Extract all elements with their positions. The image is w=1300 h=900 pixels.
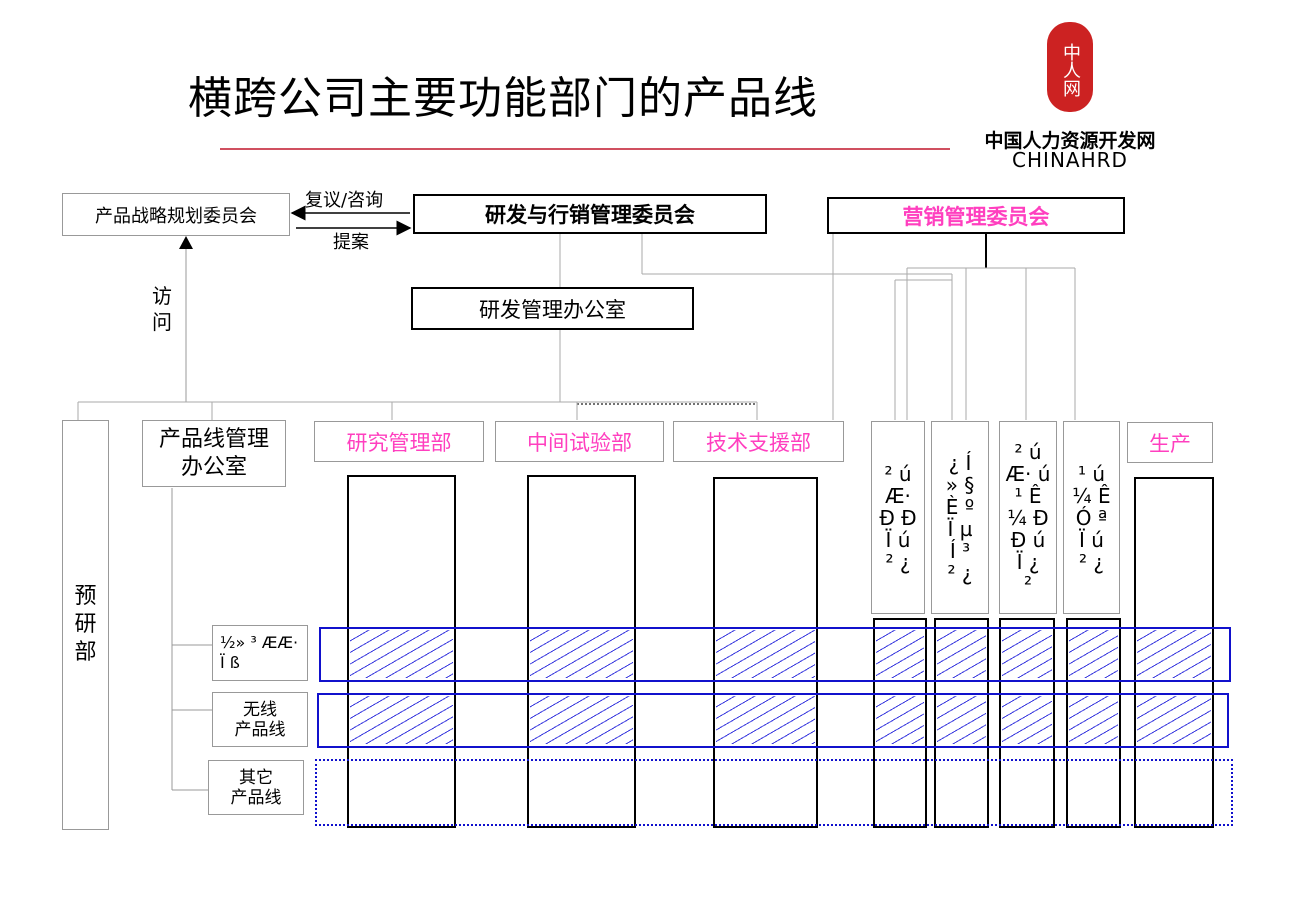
- product-line-office-label: 产品线管理办公室: [158, 426, 269, 480]
- pilot-test-box: 中间试验部: [495, 421, 664, 462]
- product-line-label-3: 其它 产品线: [230, 767, 282, 808]
- rd-office-label: 研发管理办公室: [479, 297, 626, 322]
- hatch-pl2-g4: [1069, 696, 1118, 744]
- hatch-pl2-g2: [937, 696, 986, 744]
- marketing-committee-box: 营销管理委员会: [827, 197, 1125, 234]
- garbled-dept-label-3: ² ú Æ· ú ¹ Ê ¼ Ð Ð ú Ï ¿ ²: [1005, 439, 1051, 596]
- hatch-pl1-pilot: [530, 630, 633, 678]
- product-line-label-1: ½» ³ ÆÆ· Ï ß: [220, 633, 304, 672]
- hatch-pl1-tech: [716, 630, 815, 678]
- pre-research-box: 预研部: [62, 420, 109, 830]
- hatch-pl2-research: [350, 696, 453, 744]
- logo-seal: 中人网: [1047, 22, 1093, 112]
- visit-label: 访问: [152, 284, 172, 334]
- production-box: 生产: [1127, 422, 1213, 463]
- product-line-label-box-2: 无线 产品线: [212, 692, 308, 747]
- strategy-committee-box: 产品战略规划委员会: [62, 193, 290, 236]
- pilot-test-label: 中间试验部: [527, 430, 632, 455]
- hatch-pl1-research: [350, 630, 453, 678]
- hatch-pl1-g4: [1069, 630, 1118, 678]
- logo-latin: CHINAHRD: [1012, 148, 1128, 172]
- hatch-pl1-g2: [937, 630, 986, 678]
- hatch-pl2-tech: [716, 696, 815, 744]
- garbled-dept-box-4: ¹ ú ¼ Ê Ó ª Ï ú ² ¿: [1063, 421, 1120, 614]
- product-line-band-3: [315, 759, 1233, 826]
- marketing-committee-label: 营销管理委员会: [902, 204, 1050, 229]
- production-label: 生产: [1149, 431, 1191, 456]
- hatch-pl2-pilot: [530, 696, 633, 744]
- logo-mark: 中人网: [1060, 43, 1081, 97]
- product-line-label-box-3: 其它 产品线: [208, 760, 304, 815]
- rd-office-box: 研发管理办公室: [411, 287, 694, 330]
- product-line-band-1: [319, 627, 1231, 682]
- hatch-pl1-g3: [1002, 630, 1052, 678]
- garbled-dept-label-2: ¿ Í » § È º Ï µ Í ³ ² ¿: [945, 450, 975, 585]
- hatch-pl1-production: [1137, 630, 1211, 678]
- tech-support-box: 技术支援部: [673, 421, 844, 462]
- product-line-label-2: 无线 产品线: [234, 699, 286, 740]
- hatch-pl2-g3: [1002, 696, 1052, 744]
- strategy-committee-label: 产品战略规划委员会: [95, 205, 257, 227]
- logo-name: 中国人力资源开发网: [984, 130, 1156, 152]
- garbled-dept-box-1: ² ú Æ· Ð Ð Ï ú ² ¿: [871, 421, 925, 614]
- review-label: 复议/咨询: [305, 190, 384, 211]
- tech-support-label: 技术支援部: [706, 430, 811, 455]
- product-line-label-box-1: ½» ³ ÆÆ· Ï ß: [212, 625, 308, 681]
- page-title: 横跨公司主要功能部门的产品线: [188, 73, 818, 124]
- hatch-pl1-g1: [876, 630, 924, 678]
- hatch-pl2-g1: [876, 696, 924, 744]
- product-line-office-box: 产品线管理办公室: [142, 420, 286, 487]
- proposal-label: 提案: [333, 232, 369, 253]
- title-divider: [220, 148, 950, 150]
- research-mgmt-box: 研究管理部: [314, 421, 484, 462]
- garbled-dept-box-2: ¿ Í » § È º Ï µ Í ³ ² ¿: [931, 421, 989, 614]
- garbled-dept-label-1: ² ú Æ· Ð Ð Ï ú ² ¿: [879, 461, 917, 574]
- product-line-band-2: [317, 693, 1229, 748]
- garbled-dept-box-3: ² ú Æ· ú ¹ Ê ¼ Ð Ð ú Ï ¿ ²: [999, 421, 1057, 614]
- garbled-dept-label-4: ¹ ú ¼ Ê Ó ª Ï ú ² ¿: [1072, 461, 1111, 574]
- hatch-pl2-production: [1137, 696, 1211, 744]
- logo: 中人网 中国人力资源开发网 CHINAHRD: [975, 22, 1165, 172]
- research-mgmt-label: 研究管理部: [346, 430, 452, 455]
- rd-marketing-committee-box: 研发与行销管理委员会: [413, 194, 767, 234]
- rd-marketing-committee-label: 研发与行销管理委员会: [485, 203, 695, 227]
- pre-research-label: 预研部: [74, 584, 97, 665]
